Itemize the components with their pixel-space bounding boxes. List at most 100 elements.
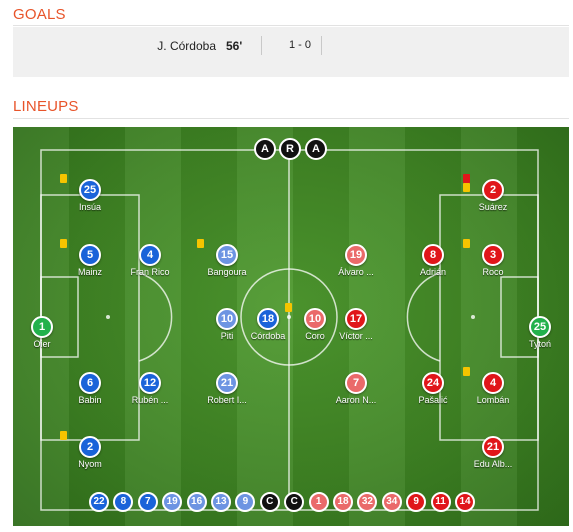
referee-badge: R	[279, 138, 301, 160]
substitute-badge[interactable]: 11	[430, 492, 451, 512]
player-name: Coro	[305, 331, 325, 341]
goals-list: J. Córdoba 56' 1 - 0	[13, 27, 569, 77]
player-number-badge: 25	[79, 179, 101, 201]
player-number-badge: 3	[482, 244, 504, 266]
goal-minute: 56'	[226, 39, 243, 53]
player-number-badge: 4	[482, 372, 504, 394]
player-number-badge: 2	[482, 179, 504, 201]
player-name: Tytoń	[528, 339, 551, 349]
substitute-badge[interactable]: 14	[455, 492, 475, 512]
goal-separator	[261, 36, 262, 55]
referee-badge: A	[305, 138, 327, 160]
player-number-badge: 1	[31, 316, 53, 338]
yellow-card-icon	[60, 431, 67, 440]
player-number-badge: 17	[345, 308, 367, 330]
coach-badge[interactable]: C	[284, 492, 305, 512]
player-name: Edu Alb...	[473, 459, 513, 469]
player-name: Rubén ...	[131, 395, 169, 405]
player-name: Babin	[78, 395, 102, 405]
player-name: Suárez	[478, 202, 508, 212]
yellow-card-icon	[463, 239, 470, 248]
red-card-icon	[463, 174, 470, 183]
player-name: Fran Rico	[130, 267, 170, 277]
player-name: Oier	[33, 339, 51, 349]
substitute-badge[interactable]: 8	[113, 492, 134, 512]
player-number-badge: 21	[482, 436, 504, 458]
goal-scorer[interactable]: J. Córdoba	[157, 39, 216, 53]
player-name: Lombán	[476, 395, 510, 405]
player-name: Pašalić	[418, 395, 448, 405]
player-number-badge: 4	[139, 244, 161, 266]
player-name: Víctor ...	[339, 331, 373, 341]
substitute-badge[interactable]: 13	[211, 492, 231, 512]
goal-separator	[321, 36, 322, 55]
player-number-badge: 7	[345, 372, 367, 394]
substitute-badge[interactable]: 9	[235, 492, 256, 512]
player-number-badge: 6	[79, 372, 101, 394]
goal-score: 1 - 0	[288, 39, 311, 51]
substitute-badge[interactable]: 9	[406, 492, 427, 512]
player-number-badge: 21	[216, 372, 238, 394]
player-name: Robert I...	[207, 395, 247, 405]
player-number-badge: 12	[139, 372, 161, 394]
lineups-section-title: LINEUPS	[13, 98, 79, 115]
substitute-badge[interactable]: 34	[381, 492, 402, 512]
yellow-card-icon	[60, 174, 67, 183]
player-name: Nyom	[78, 459, 102, 469]
goals-divider	[13, 25, 569, 26]
coach-badge[interactable]: C	[259, 492, 280, 512]
substitute-badge[interactable]: 18	[333, 492, 353, 512]
goals-section-title: GOALS	[13, 6, 66, 23]
yellow-card-icon	[463, 183, 470, 192]
player-number-badge: 25	[529, 316, 551, 338]
substitute-badge[interactable]: 19	[162, 492, 183, 512]
player-number-badge: 8	[422, 244, 444, 266]
player-name: Roco	[482, 267, 504, 277]
substitute-badge[interactable]: 1	[308, 492, 329, 512]
player-name: Bangoura	[207, 267, 247, 277]
player-name: Insúa	[78, 202, 102, 212]
substitute-badge[interactable]: 7	[137, 492, 158, 512]
referee-badge: A	[254, 138, 276, 160]
yellow-card-icon	[285, 303, 292, 312]
player-number-badge: 24	[422, 372, 444, 394]
player-number-badge: 10	[216, 308, 238, 330]
player-name: Adrián	[419, 267, 446, 277]
yellow-card-icon	[60, 239, 67, 248]
player-name: Córdoba	[250, 331, 286, 341]
player-number-badge: 15	[216, 244, 238, 266]
substitute-badge[interactable]: 16	[186, 492, 207, 512]
player-number-badge: 19	[345, 244, 367, 266]
player-name: Mainz	[77, 267, 102, 277]
substitute-badge[interactable]: 32	[357, 492, 378, 512]
player-number-badge: 5	[79, 244, 101, 266]
player-name: Álvaro ...	[338, 267, 374, 277]
player-name: Piti	[220, 331, 234, 341]
player-number-badge: 10	[304, 308, 326, 330]
player-number-badge: 18	[257, 308, 279, 330]
substitute-badge[interactable]: 22	[89, 492, 109, 512]
